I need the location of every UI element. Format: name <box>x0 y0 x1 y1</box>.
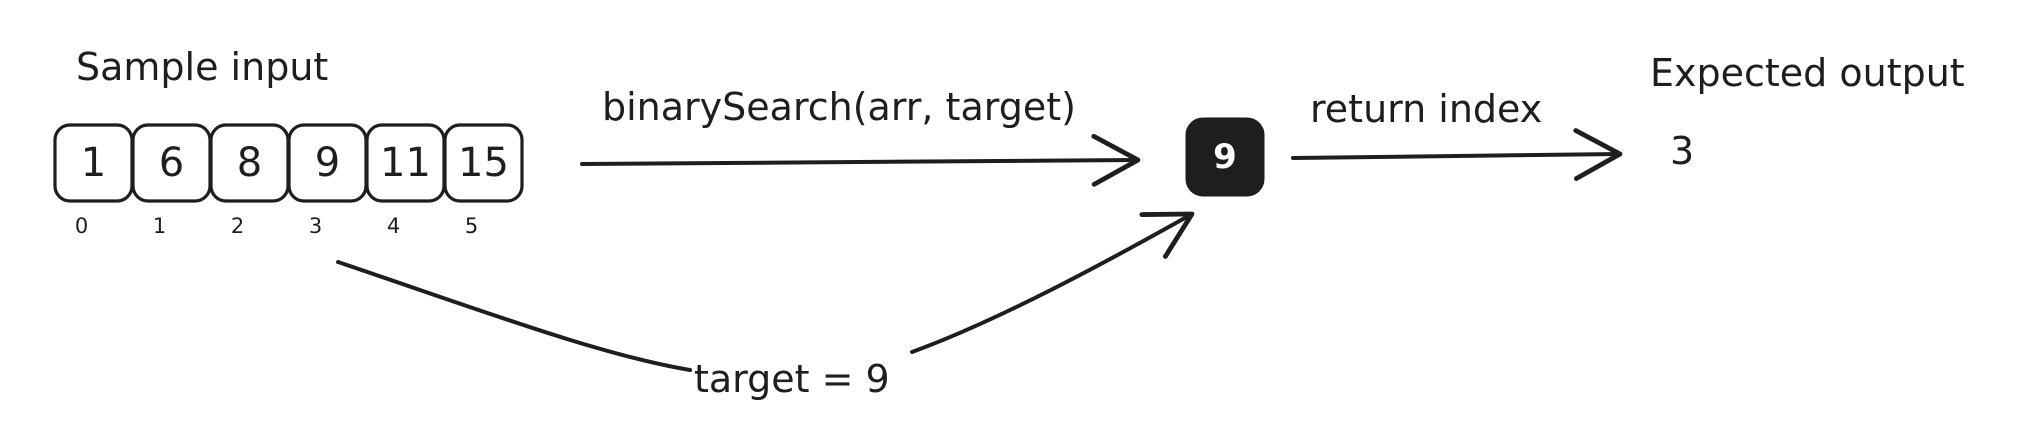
array-cell: 10 <box>53 123 134 238</box>
array-cell-index: 1 <box>153 214 166 238</box>
expected-output-title: Expected output <box>1650 51 1965 95</box>
array-cell: 93 <box>287 123 368 238</box>
array-cell-index: 0 <box>75 214 88 238</box>
array-cell-index: 5 <box>465 214 478 238</box>
array-cell-index: 3 <box>309 214 322 238</box>
array-cell-value: 6 <box>159 140 184 186</box>
function-call-arrow <box>580 133 1141 187</box>
expected-output-value: 3 <box>1670 129 1694 173</box>
found-value-node <box>1185 117 1265 197</box>
array-cell: 61 <box>131 123 212 238</box>
sample-input-title: Sample input <box>76 45 328 89</box>
target-label: target = 9 <box>694 357 890 401</box>
found-value-text: 9 <box>1213 137 1237 177</box>
array-cell-index: 2 <box>231 214 244 238</box>
array-cell-value: 9 <box>315 140 340 186</box>
return-arrow <box>1291 128 1623 181</box>
array-cell-value: 15 <box>458 140 509 186</box>
array-cell-value: 1 <box>81 140 106 186</box>
function-call-label: binarySearch(arr, target) <box>602 85 1076 129</box>
array-cell-index: 4 <box>387 214 400 238</box>
array-cell: 82 <box>209 123 290 238</box>
return-label: return index <box>1310 87 1542 131</box>
array-cell-box <box>443 123 524 203</box>
array-cell-value: 8 <box>237 140 262 186</box>
array-cell: 11 4 <box>365 123 446 238</box>
target-arrow <box>336 214 1192 372</box>
array-cell: 15 5 <box>443 123 524 238</box>
array-cell-value: 11 <box>380 140 431 186</box>
